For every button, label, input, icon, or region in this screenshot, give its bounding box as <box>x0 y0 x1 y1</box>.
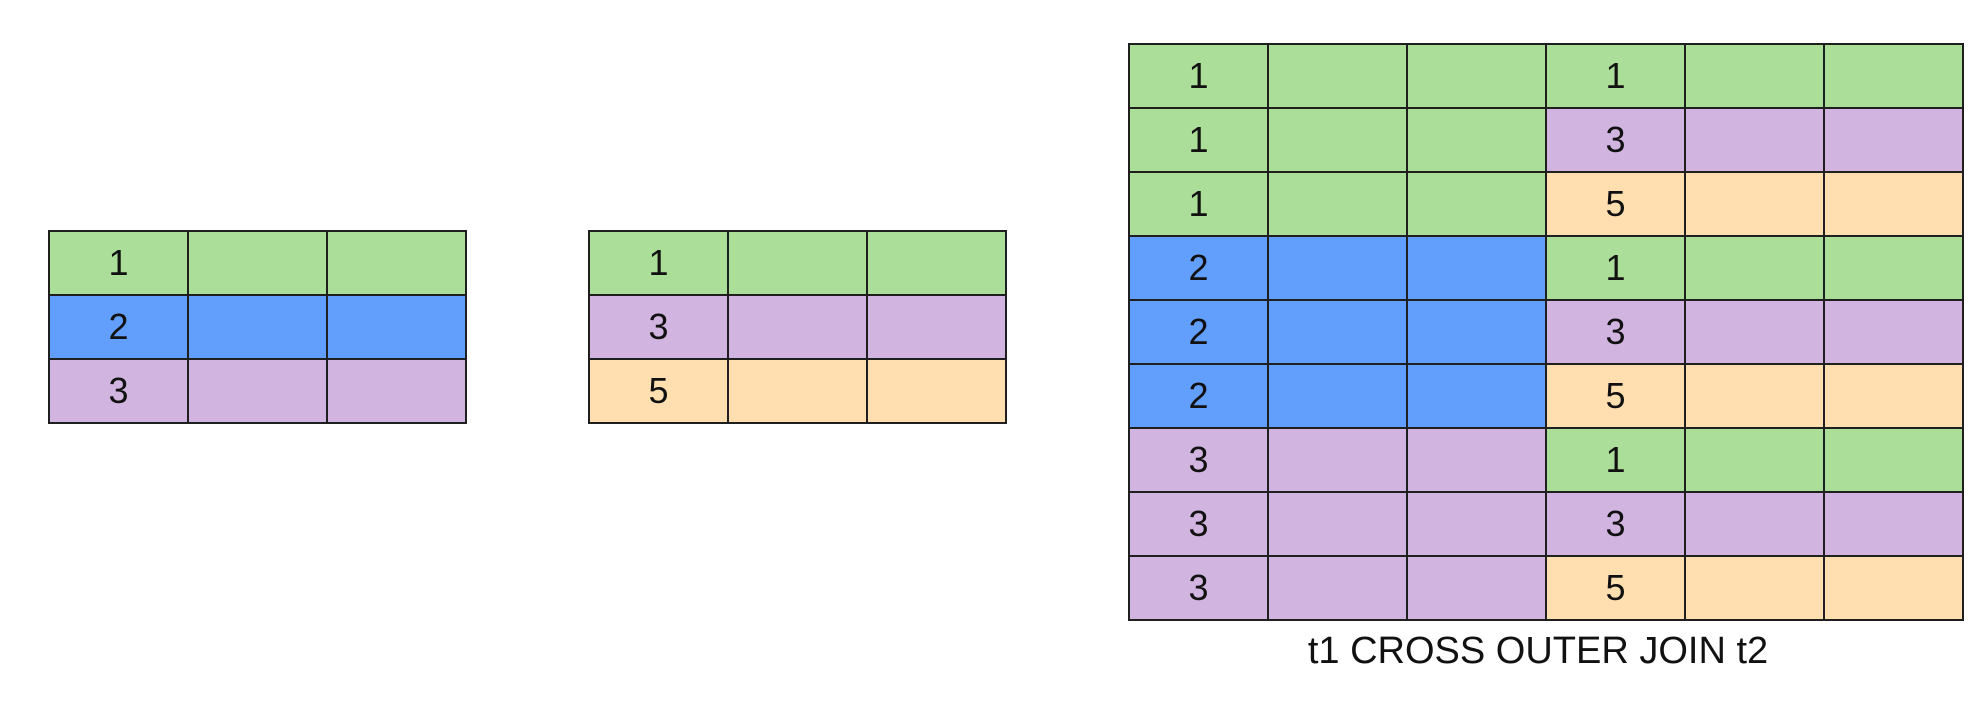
result-left-value-cell <box>1267 43 1408 109</box>
result-right-value-cell <box>1684 299 1825 365</box>
t1-key-cell: 3 <box>48 358 189 424</box>
result-right-value-cell <box>1823 299 1964 365</box>
t1-value-cell <box>326 294 467 360</box>
result-left-value-cell <box>1267 363 1408 429</box>
result-left-key-cell: 1 <box>1128 43 1269 109</box>
result-right-value-cell <box>1823 427 1964 493</box>
t1-row: 3 <box>48 358 467 424</box>
t2-value-cell <box>727 294 868 360</box>
t2-row: 3 <box>588 294 1007 360</box>
result-left-value-cell <box>1406 491 1547 557</box>
result-right-value-cell <box>1684 491 1825 557</box>
t1-value-cell <box>326 358 467 424</box>
result-left-value-cell <box>1267 299 1408 365</box>
result-left-value-cell <box>1406 107 1547 173</box>
result-right-key-cell: 5 <box>1545 363 1686 429</box>
t2-value-cell <box>727 230 868 296</box>
result-right-value-cell <box>1684 363 1825 429</box>
result-right-key-cell: 1 <box>1545 43 1686 109</box>
result-left-value-cell <box>1267 107 1408 173</box>
result-right-value-cell <box>1684 555 1825 621</box>
t2-value-cell <box>727 358 868 424</box>
t2-row: 5 <box>588 358 1007 424</box>
result-right-value-cell <box>1684 43 1825 109</box>
result-left-value-cell <box>1406 43 1547 109</box>
t1-value-cell <box>187 358 328 424</box>
result-left-key-cell: 3 <box>1128 491 1269 557</box>
result-left-value-cell <box>1406 555 1547 621</box>
result-right-value-cell <box>1823 171 1964 237</box>
result-left-value-cell <box>1406 363 1547 429</box>
t1-value-cell <box>187 294 328 360</box>
result-right-key-cell: 1 <box>1545 235 1686 301</box>
t2-row: 1 <box>588 230 1007 296</box>
result-right-value-cell <box>1823 555 1964 621</box>
t1-key-cell: 2 <box>48 294 189 360</box>
t1-row: 1 <box>48 230 467 296</box>
result-left-value-cell <box>1406 171 1547 237</box>
t1-value-cell <box>326 230 467 296</box>
result-right-key-cell: 3 <box>1545 299 1686 365</box>
result-left-value-cell <box>1267 491 1408 557</box>
result-left-value-cell <box>1267 555 1408 621</box>
t1-key-cell: 1 <box>48 230 189 296</box>
result-left-key-cell: 3 <box>1128 555 1269 621</box>
result-right-key-cell: 5 <box>1545 555 1686 621</box>
result-right-value-cell <box>1823 43 1964 109</box>
result-left-value-cell <box>1406 235 1547 301</box>
t2-value-cell <box>866 358 1007 424</box>
result-right-key-cell: 3 <box>1545 491 1686 557</box>
t2-key-cell: 1 <box>588 230 729 296</box>
t2-value-cell <box>866 294 1007 360</box>
t1-value-cell <box>187 230 328 296</box>
result-left-key-cell: 1 <box>1128 107 1269 173</box>
result-right-value-cell <box>1823 363 1964 429</box>
result-left-key-cell: 1 <box>1128 171 1269 237</box>
t1-row: 2 <box>48 294 467 360</box>
result-left-value-cell <box>1406 299 1547 365</box>
result-left-key-cell: 2 <box>1128 363 1269 429</box>
result-left-key-cell: 2 <box>1128 299 1269 365</box>
result-left-value-cell <box>1406 427 1547 493</box>
result-right-value-cell <box>1823 491 1964 557</box>
result-left-value-cell <box>1267 171 1408 237</box>
result-right-value-cell <box>1684 427 1825 493</box>
result-right-value-cell <box>1684 171 1825 237</box>
t2-value-cell <box>866 230 1007 296</box>
t2-key-cell: 5 <box>588 358 729 424</box>
result-right-key-cell: 1 <box>1545 427 1686 493</box>
result-left-value-cell <box>1267 235 1408 301</box>
diagram-caption: t1 CROSS OUTER JOIN t2 <box>1307 630 1769 672</box>
result-right-value-cell <box>1684 107 1825 173</box>
result-right-value-cell <box>1823 107 1964 173</box>
result-right-key-cell: 5 <box>1545 171 1686 237</box>
result-right-value-cell <box>1823 235 1964 301</box>
result-left-value-cell <box>1267 427 1408 493</box>
result-left-key-cell: 3 <box>1128 427 1269 493</box>
result-right-value-cell <box>1684 235 1825 301</box>
result-right-key-cell: 3 <box>1545 107 1686 173</box>
t2-key-cell: 3 <box>588 294 729 360</box>
result-left-key-cell: 2 <box>1128 235 1269 301</box>
